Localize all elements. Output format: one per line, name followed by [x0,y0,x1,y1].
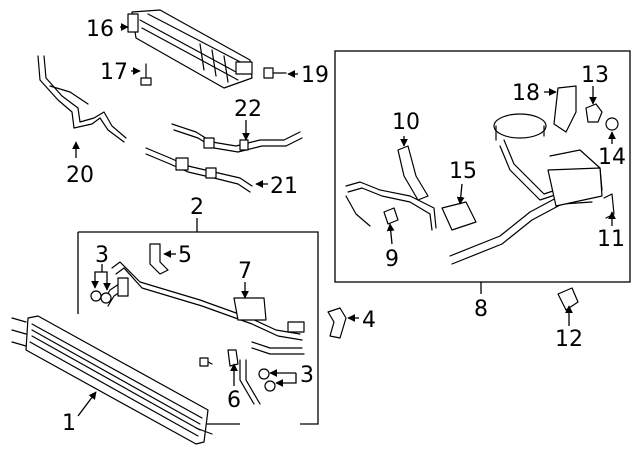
callout-12: 12 [555,327,583,352]
group-8-box [334,50,631,283]
part-5-bracket [149,243,169,275]
callout-3-left: 3 [95,243,109,268]
callout-labels: 16 17 19 22 20 21 2 3 5 7 4 3 6 1 10 18 … [62,17,626,436]
callout-16: 16 [86,17,114,42]
callout-22: 22 [234,97,262,122]
callout-13: 13 [581,63,609,88]
callout-9: 9 [385,247,399,272]
leaders [72,23,616,417]
callout-20: 20 [66,163,94,188]
callout-17: 17 [100,60,128,85]
part-3-clips-right [258,368,276,392]
part-1-cooler [11,315,213,445]
callout-11: 11 [597,227,625,252]
callout-6: 6 [227,388,241,413]
callout-8: 8 [474,297,488,322]
part-6-clip [199,349,239,367]
callout-5: 5 [178,243,192,268]
group-2-lines [103,261,305,405]
part-16-cooler-housing [127,9,253,89]
part-14-ring [605,117,619,131]
callout-19: 19 [301,63,329,88]
part-3-clips-left [90,290,112,304]
part-12-clip [557,287,579,311]
callout-21: 21 [270,174,298,199]
callout-4: 4 [362,308,376,333]
callout-3-right: 3 [300,363,314,388]
part-18-bracket [553,85,577,133]
part-21-hose [145,147,253,193]
part-19-bolt [263,67,287,79]
part-15-block [441,201,477,231]
callout-10: 10 [392,110,420,135]
part-9-clip [383,207,399,225]
group-8-cooler-body [547,167,603,207]
part-22-hose [171,123,303,153]
callout-2: 2 [190,195,204,220]
callout-14: 14 [598,145,626,170]
part-10-bracket [397,145,429,201]
part-13-nut [585,103,603,123]
part-20-pipe [37,55,127,143]
part-17-bolt [140,63,152,86]
part-7-bracket [233,297,267,321]
callout-15: 15 [449,159,477,184]
callout-7: 7 [238,259,252,284]
callout-1: 1 [62,411,76,436]
callout-18: 18 [512,81,540,106]
part-4-bracket [327,307,347,339]
filter-canister [493,113,547,141]
